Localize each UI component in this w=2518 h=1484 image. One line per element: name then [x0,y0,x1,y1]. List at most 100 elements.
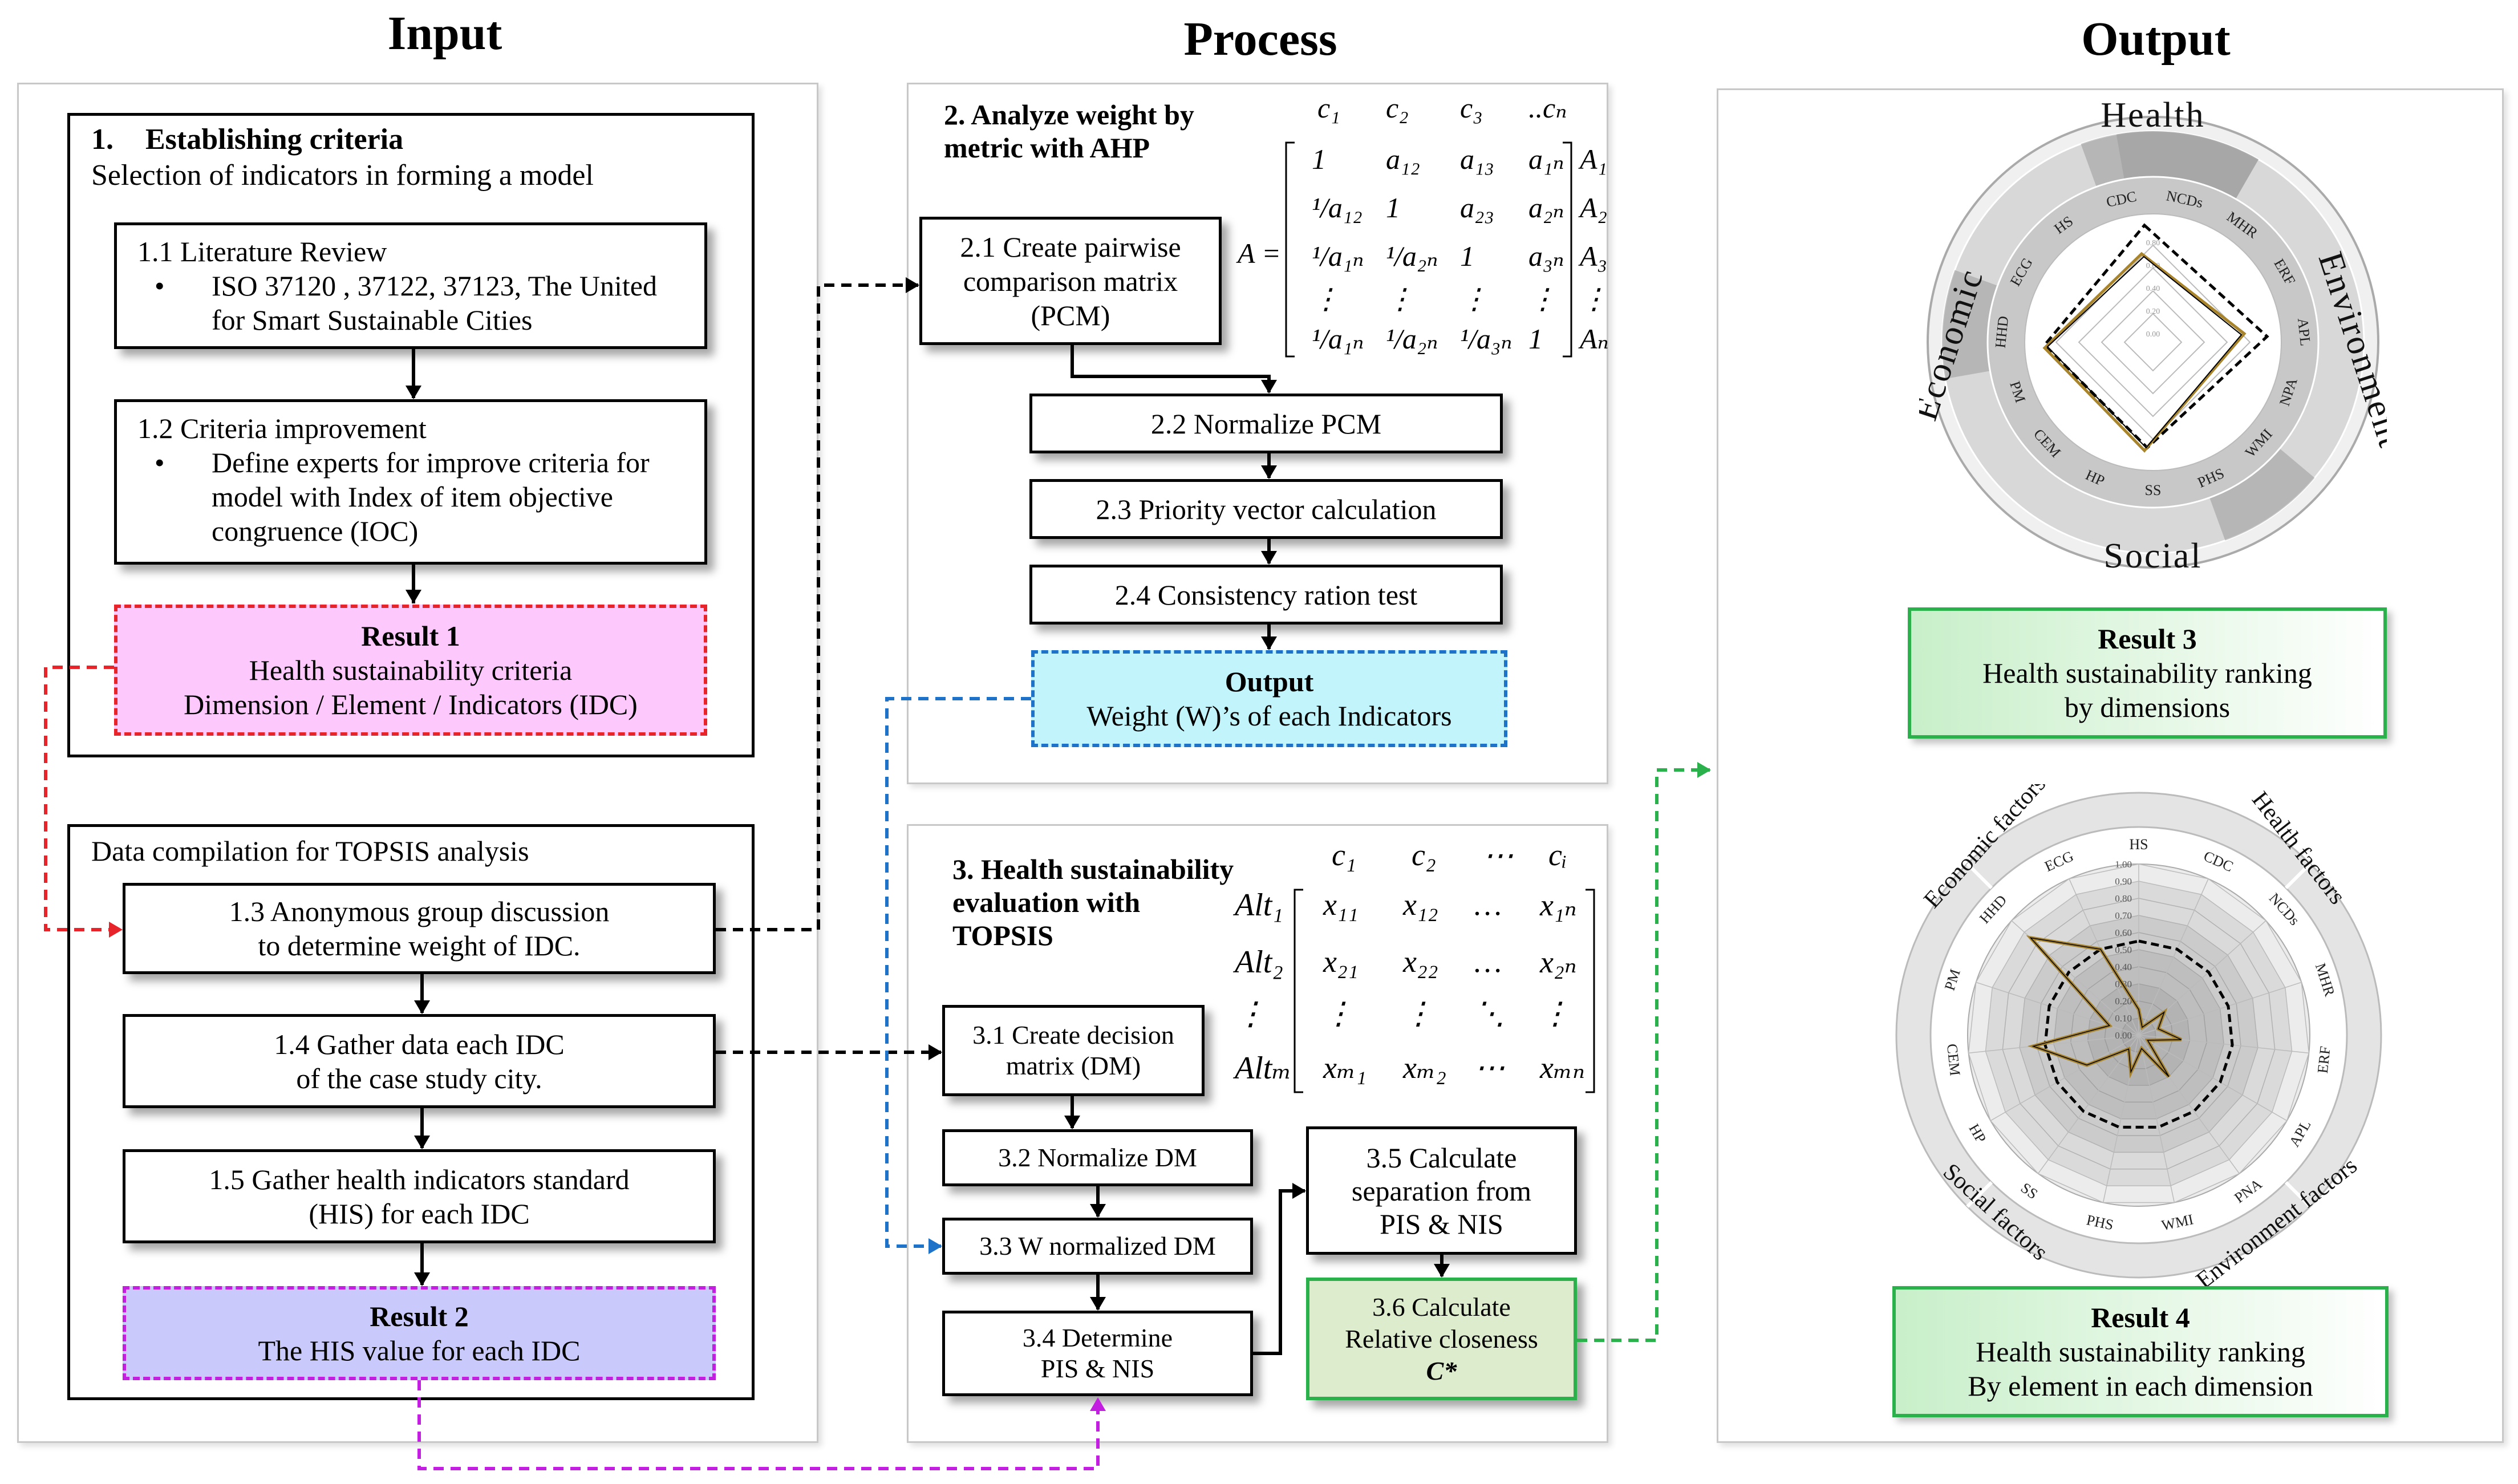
criteria-improvement-bullet: • Define experts for improve criteria fo… [137,445,696,548]
topsis-col-header: cᵢ [1548,838,1567,872]
radar2-axis-label: CEM [1944,1043,1964,1077]
ahp-matrix-cell: Aₙ [1580,323,1609,355]
arrow-3-1-to-3-2-head [1064,1116,1080,1129]
radar1-axis-label: APL [2294,317,2314,347]
result2-title: Result 2 [370,1300,469,1332]
arrow-2-3-to-2-4-head [1261,551,1277,565]
step-3-5-line3: PIS & NIS [1380,1207,1503,1240]
step-3-6-box: 3.6 Calculate Relative closeness C* [1306,1278,1577,1400]
step-1-5-line2: (HIS) for each IDC [309,1197,530,1230]
radar2-grid [2036,932,2241,1136]
topsis-panel [907,824,1608,1443]
ahp-title-line1: 2. Analyze weight by [944,99,1194,131]
ahp-matrix-cell: a₁₃ [1460,143,1494,175]
black-dashed-1-3-to-2-1-head [906,277,919,293]
radar-chart-dimensions: HealthEnvironmentSocialEconomicNCDsMHRER… [1919,97,2387,575]
radar1-dimension-label: Social [2104,537,2203,575]
step-2-2-box: 2.2 Normalize PCM [1029,394,1503,453]
result3-title: Result 3 [2098,623,2197,655]
arrow-1-5-to-result2-head [414,1272,430,1286]
topsis-matrix-cell: ⋮ [1403,996,1434,1031]
purple-dashed-result2-to-3-4-head [1090,1397,1106,1411]
green-dashed-3-6-to-output-head [1697,762,1711,778]
radar2-tick-label: 0.80 [2115,893,2132,904]
literature-review-box: 1.1 Literature Review • ISO 37120 , 3712… [114,222,707,349]
topsis-matrix-cell: xₘₙ [1540,1051,1585,1085]
arrow-1-3-to-1-4-head [414,1000,430,1014]
radar2-tick-label: 0.10 [2115,1013,2132,1024]
ahp-col-header: c₁ [1317,92,1340,124]
output-heading: Output [2081,13,2231,66]
topsis-matrix-cell: x₂₂ [1403,944,1438,979]
ahp-matrix-cell: ¹/a₁ₙ [1312,240,1364,272]
arrow-1-1-to-1-2-head [406,386,421,399]
radar2-tick-label: 0.50 [2115,944,2132,955]
topsis-matrix-cell: x₁ₙ [1540,888,1577,922]
radar2-tick-label: 0.70 [2115,910,2132,921]
literature-review-title: 1.1 Literature Review [137,236,387,267]
ahp-matrix-cell: ¹/a₂ₙ [1386,323,1438,355]
radar1-axis-label: SS [2145,482,2162,498]
radar1-tick-label: 0.80 [2146,239,2160,248]
arrow-3-2-to-3-3-head [1090,1204,1106,1218]
topsis-row-label: Altₘ [1235,1051,1292,1086]
topsis-title-line3: TOPSIS [952,919,1053,951]
ahp-col-header: c₂ [1386,92,1409,124]
arrow-2-2-to-2-3-head [1261,465,1277,479]
ahp-matrix-lhs: A = [1238,237,1281,269]
ahp-title-line2: metric with AHP [944,132,1150,164]
input-heading: Input [387,7,502,60]
step-1-3-line2: to determine weight of IDC. [258,930,581,962]
radar2-spoke [2038,1035,2139,1174]
ahp-panel [907,83,1608,784]
ahp-col-header: ..cₙ [1528,92,1567,124]
ahp-matrix-cell: ⋮ [1580,283,1608,315]
step-1-4-box: 1.4 Gather data each IDC of the case stu… [123,1014,716,1108]
step-2-1-box: 2.1 Create pairwise comparison matrix (P… [919,217,1222,345]
ahp-matrix-cell: 1 [1312,143,1326,175]
radar1-tick-label: 0.20 [2146,307,2160,316]
result1-line2: Dimension / Element / Indicators (IDC) [184,688,638,720]
topsis-title-line2: evaluation with [952,886,1141,918]
ahp-matrix-cell: ⋮ [1460,283,1489,315]
establishing-subtitle: Selection of indicators in forming a mod… [91,159,594,192]
ahp-matrix-cell: a₃ₙ [1528,240,1564,272]
bullet-dot: • [155,270,165,302]
radar2-grid [2070,966,2208,1103]
step-2-3-box: 2.3 Priority vector calculation [1029,479,1503,539]
result3-box: Result 3 Health sustainability ranking b… [1908,607,2387,739]
result3-line2: by dimensions [2064,691,2231,723]
step-3-2-box: 3.2 Normalize DM [942,1129,1253,1186]
topsis-matrix-cell: xₘ₁ [1323,1051,1367,1085]
radar1-grid [2078,267,2228,417]
step-3-5-line2: separation from [1351,1174,1532,1207]
radar1-axis-label: HHD [1992,315,2012,349]
result1-box: Result 1 Health sustainability criteria … [114,605,707,736]
step-3-1-box: 3.1 Create decision matrix (DM) [942,1005,1205,1096]
arrow-3-3-to-3-4-head [1090,1297,1106,1311]
topsis-row-label: Alt₂ [1235,944,1283,980]
radar2-result-series-outline [2029,937,2182,1077]
ahp-matrix-cell: ¹/a₂ₙ [1386,240,1438,272]
establishing-number: 1. [91,123,113,156]
red-dashed-result1-to-1-3 [44,666,121,931]
radar2-spoke [2138,1035,2175,1203]
step-2-4-box: 2.4 Consistency ration test [1029,565,1503,625]
radar2-reference-series [2043,939,2234,1129]
radar2-tick-label: 0.60 [2115,927,2132,938]
ahp-matrix-cell: A₃ [1580,240,1607,272]
radar2-tick-label: 0.20 [2115,996,2132,1007]
radar2-axis-label: HS [2129,836,2148,853]
ahp-matrix-cell: a₂ₙ [1528,192,1564,224]
radar2-tick-label: 0.00 [2115,1030,2132,1041]
ahp-output-title: Output [1224,666,1314,698]
radar2-spoke [1990,1035,2139,1121]
ahp-matrix-cell: ¹/a₁₂ [1312,192,1363,224]
radar1-dimension-segment [2081,131,2259,199]
step-3-4-line1: 3.4 Determine [1022,1323,1173,1352]
topsis-matrix-cell: ⋯ [1474,1051,1505,1085]
radar2-axis-label: ERF [2314,1045,2334,1074]
radar2-grid [1968,863,2310,1203]
result1-line1: Health sustainability criteria [249,654,573,686]
